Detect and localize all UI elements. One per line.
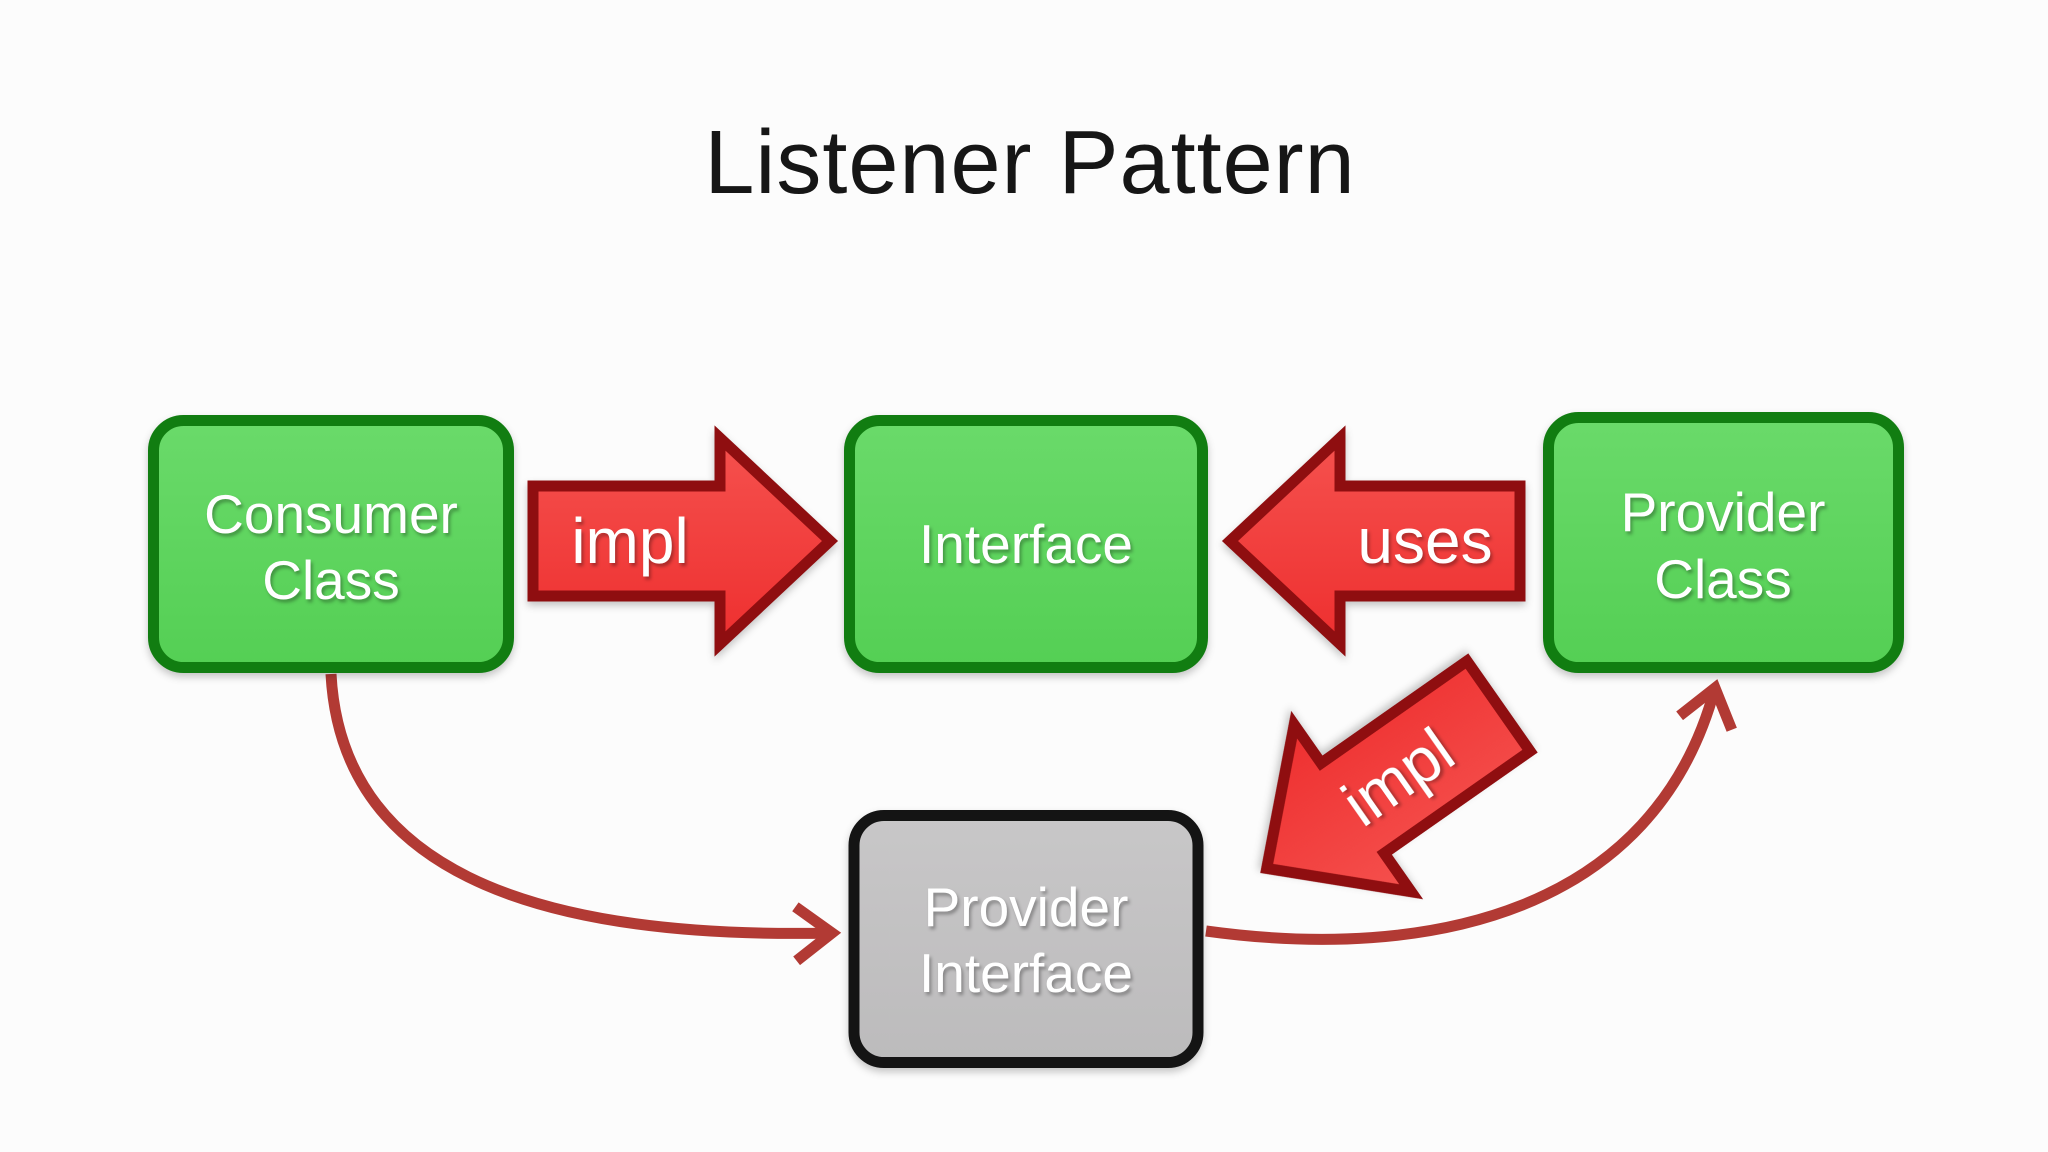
impl-arrow-diagonal: impl xyxy=(1260,653,1538,900)
diagram-title: Listener Pattern xyxy=(704,113,1355,213)
node-consumer-class: Consumer Class xyxy=(148,415,514,673)
node-interface: Interface xyxy=(844,415,1208,673)
impl-arrow-diagonal-shape xyxy=(1260,653,1538,900)
node-provider-class-label-line1: Provider xyxy=(1621,481,1826,543)
impl-arrow-right-label: impl xyxy=(571,505,688,577)
node-provider-interface-label-line2: Interface xyxy=(919,942,1133,1004)
node-consumer-class-box xyxy=(148,415,514,673)
node-interface-label: Interface xyxy=(919,513,1133,575)
impl-arrow-right-shape xyxy=(527,425,839,657)
node-provider-interface-label-line1: Provider xyxy=(924,876,1129,938)
connector-consumer-to-provider-interface xyxy=(325,673,842,966)
uses-arrow-left-shape xyxy=(1221,425,1526,657)
impl-arrow-right: impl xyxy=(527,425,839,657)
connector-provider-interface-to-provider-class xyxy=(1205,679,1737,945)
uses-arrow-left: uses xyxy=(1221,425,1526,657)
node-consumer-class-label-line2: Class xyxy=(262,549,400,611)
node-provider-class: Provider Class xyxy=(1543,412,1904,673)
node-provider-interface: Provider Interface xyxy=(848,810,1204,1068)
node-interface-box xyxy=(844,415,1208,673)
uses-arrow-left-label: uses xyxy=(1357,505,1492,577)
node-provider-class-label-line2: Class xyxy=(1654,548,1792,610)
node-provider-interface-box xyxy=(848,810,1204,1068)
node-provider-class-box xyxy=(1543,412,1904,673)
node-consumer-class-label-line1: Consumer xyxy=(204,483,458,545)
